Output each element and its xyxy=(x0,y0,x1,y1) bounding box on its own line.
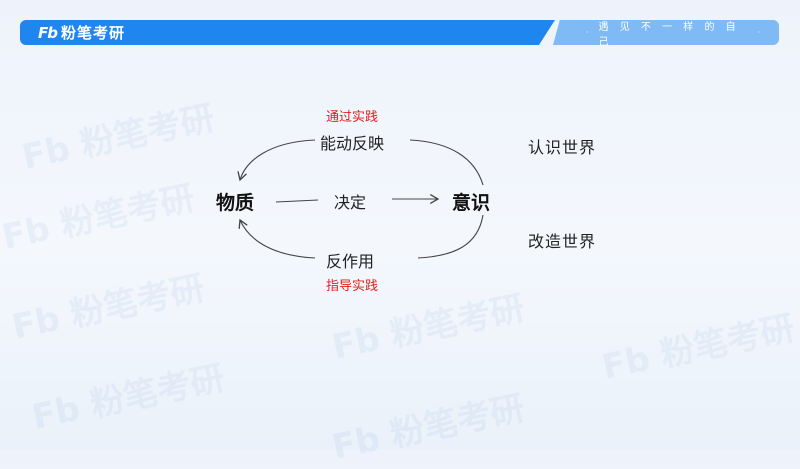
header-bar: Fb 粉笔考研 · 遇 见 不 一 样 的 自 己 · xyxy=(0,0,800,48)
header-bar-main xyxy=(20,20,555,45)
bullet-dot-icon: · xyxy=(757,28,764,37)
relationship-diagram: 通过实践 能动反映 物质 决定 意识 反作用 指导实践 认识世界 改造世界 xyxy=(0,110,597,294)
logo-mark-icon: Fb xyxy=(38,23,58,42)
slogan-text: 遇 见 不 一 样 的 自 己 xyxy=(598,21,740,48)
node-consciousness: 意识 xyxy=(452,192,491,214)
brand-logo[interactable]: Fb 粉笔考研 xyxy=(38,22,125,43)
side-label-top: 认识世界 xyxy=(528,138,597,157)
bottom-annotation: 指导实践 xyxy=(326,279,379,294)
bullet-dot-icon: · xyxy=(586,28,593,37)
bottom-arc-arrow xyxy=(240,215,484,259)
middle-line xyxy=(275,199,319,203)
top-label: 能动反映 xyxy=(320,134,385,153)
node-matter: 物质 xyxy=(216,192,255,214)
bottom-label: 反作用 xyxy=(326,252,375,271)
slogan: · 遇 见 不 一 样 的 自 己 · xyxy=(580,20,770,48)
top-annotation: 通过实践 xyxy=(326,110,379,125)
top-arc-arrow xyxy=(240,139,484,185)
logo-text: 粉笔考研 xyxy=(60,24,125,42)
side-label-bottom: 改造世界 xyxy=(528,232,597,251)
diagram-arrows xyxy=(0,139,484,259)
middle-label: 决定 xyxy=(334,193,367,212)
header-bar-accent xyxy=(553,20,779,45)
